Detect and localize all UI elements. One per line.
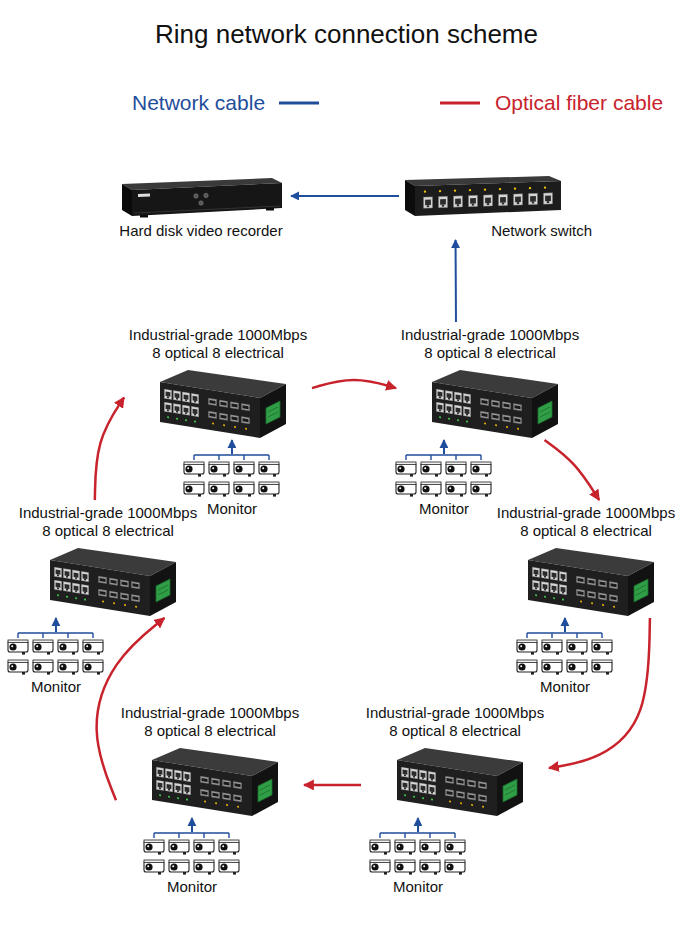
industrial-switch: Industrial-grade 1000Mbps 8 optical 8 el… xyxy=(116,700,304,818)
title: Ring network connection scheme xyxy=(0,18,693,50)
industrial-switch-device xyxy=(528,548,654,616)
legend-text: Optical fiber cable xyxy=(495,91,663,115)
camera-cluster xyxy=(517,633,612,675)
network-switch: Network switch xyxy=(399,174,596,240)
network-cable xyxy=(231,440,233,454)
camera-group: Monitor xyxy=(393,454,495,518)
camera-cluster xyxy=(184,455,279,497)
device-label: Industrial-grade 1000Mbps 8 optical 8 el… xyxy=(126,326,311,362)
device-label: Monitor xyxy=(393,500,495,518)
network-cable xyxy=(443,440,445,454)
camera-cluster xyxy=(370,833,465,875)
device-label: Monitor xyxy=(141,878,243,896)
camera-group: Monitor xyxy=(5,632,107,696)
legend-line xyxy=(440,100,480,106)
industrial-switch: Industrial-grade 1000Mbps 8 optical 8 el… xyxy=(361,700,549,818)
device-label: Monitor xyxy=(5,678,107,696)
fiber-link xyxy=(304,784,361,787)
industrial-switch-device xyxy=(50,548,176,616)
legend-line xyxy=(279,100,319,106)
industrial-switch: Industrial-grade 1000Mbps 8 optical 8 el… xyxy=(124,322,312,440)
industrial-switch: Industrial-grade 1000Mbps 8 optical 8 el… xyxy=(396,322,584,440)
video-recorder: Hard disk video recorder xyxy=(111,176,291,240)
fiber-link xyxy=(545,440,600,500)
device-label: Industrial-grade 1000Mbps 8 optical 8 el… xyxy=(363,704,548,740)
industrial-switch: Industrial-grade 1000Mbps 8 optical 8 el… xyxy=(14,500,202,618)
network-cable xyxy=(417,818,419,832)
legend-item: Network cable xyxy=(132,91,319,115)
device-label: Industrial-grade 1000Mbps 8 optical 8 el… xyxy=(398,326,583,362)
legend-text: Network cable xyxy=(132,91,265,115)
device-label: Monitor xyxy=(514,678,616,696)
network-cable xyxy=(191,818,193,832)
network-cable xyxy=(55,618,57,632)
legend-item: Optical fiber cable xyxy=(440,91,663,115)
camera-group: Monitor xyxy=(367,832,469,896)
device-label: Industrial-grade 1000Mbps 8 optical 8 el… xyxy=(118,704,303,740)
device-label: Monitor xyxy=(367,878,469,896)
camera-cluster xyxy=(396,455,491,497)
fiber-link xyxy=(312,380,396,388)
legend-line-sample xyxy=(440,102,480,105)
industrial-switch-device xyxy=(397,748,523,816)
device-label: Industrial-grade 1000Mbps 8 optical 8 el… xyxy=(16,504,201,540)
camera-cluster xyxy=(144,833,239,875)
video-recorder-device xyxy=(122,178,282,218)
network-switch-device xyxy=(405,176,561,216)
device-label: Industrial-grade 1000Mbps 8 optical 8 el… xyxy=(494,504,679,540)
industrial-switch: Industrial-grade 1000Mbps 8 optical 8 el… xyxy=(492,500,680,618)
industrial-switch-device xyxy=(160,370,286,438)
camera-cluster xyxy=(8,633,103,675)
network-cable xyxy=(455,240,457,322)
network-cable xyxy=(291,195,399,197)
industrial-switch-device xyxy=(152,748,278,816)
device-label: Network switch xyxy=(399,222,592,240)
industrial-switch-device xyxy=(432,370,558,438)
fiber-link xyxy=(95,398,124,500)
legend-line-sample xyxy=(279,102,319,105)
device-label: Hard disk video recorder xyxy=(111,222,291,240)
network-cable xyxy=(564,618,566,632)
camera-group: Monitor xyxy=(514,632,616,696)
camera-group: Monitor xyxy=(141,832,243,896)
